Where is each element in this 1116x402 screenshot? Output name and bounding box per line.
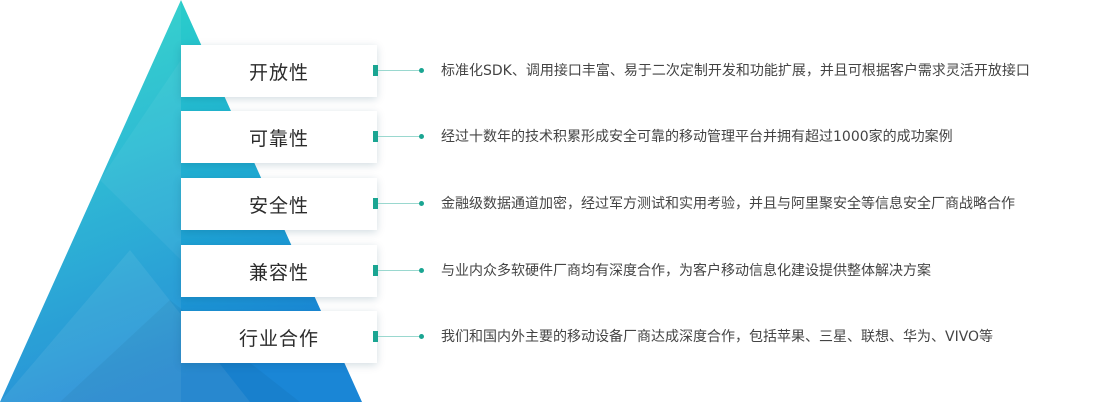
- feature-description: 与业内众多软硬件厂商均有深度合作，为客户移动信息化建设提供整体解决方案: [441, 263, 931, 279]
- pyramid-facet: [60, 300, 300, 402]
- card-marker: [373, 65, 378, 76]
- card-marker: [373, 131, 378, 142]
- feature-row-industry-cooperation: 行业合作 我们和国内外主要的移动设备厂商达成深度合作，包括苹果、三星、联想、华为…: [181, 311, 1116, 363]
- feature-card-label: 行业合作: [181, 311, 377, 363]
- connector-line: [378, 270, 421, 271]
- card-marker: [373, 331, 378, 342]
- card-marker: [373, 265, 378, 276]
- feature-card-label: 安全性: [181, 178, 377, 230]
- feature-row-security: 安全性 金融级数据通道加密，经过军方测试和实用考验，并且与阿里聚安全等信息安全厂…: [181, 178, 1116, 230]
- connector-line: [378, 203, 421, 204]
- connector-dot: [419, 201, 424, 206]
- pyramid-facet: [0, 0, 181, 402]
- feature-description: 经过十数年的技术积累形成安全可靠的移动管理平台并拥有超过1000家的成功案例: [441, 129, 953, 145]
- connector-dot: [419, 334, 424, 339]
- feature-description: 标准化SDK、调用接口丰富、易于二次定制开发和功能扩展，并且可根据客户需求灵活开…: [441, 63, 1030, 79]
- connector-dot: [419, 68, 424, 73]
- card-marker: [373, 198, 378, 209]
- feature-row-openness: 开放性 标准化SDK、调用接口丰富、易于二次定制开发和功能扩展，并且可根据客户需…: [181, 45, 1116, 97]
- feature-card-label: 可靠性: [181, 111, 377, 163]
- feature-card-label: 兼容性: [181, 245, 377, 297]
- feature-row-compatibility: 兼容性 与业内众多软硬件厂商均有深度合作，为客户移动信息化建设提供整体解决方案: [181, 245, 1116, 297]
- connector-dot: [419, 134, 424, 139]
- feature-description: 我们和国内外主要的移动设备厂商达成深度合作，包括苹果、三星、联想、华为、VIVO…: [441, 329, 994, 345]
- pyramid-facet: [0, 250, 250, 402]
- connector-line: [378, 70, 421, 71]
- feature-card-label: 开放性: [181, 45, 377, 97]
- connector-dot: [419, 268, 424, 273]
- connector-line: [378, 136, 421, 137]
- connector-line: [378, 336, 421, 337]
- feature-description: 金融级数据通道加密，经过军方测试和实用考验，并且与阿里聚安全等信息安全厂商战略合…: [441, 196, 1015, 212]
- pyramid-facet: [100, 60, 181, 260]
- feature-row-reliability: 可靠性 经过十数年的技术积累形成安全可靠的移动管理平台并拥有超过1000家的成功…: [181, 111, 1116, 163]
